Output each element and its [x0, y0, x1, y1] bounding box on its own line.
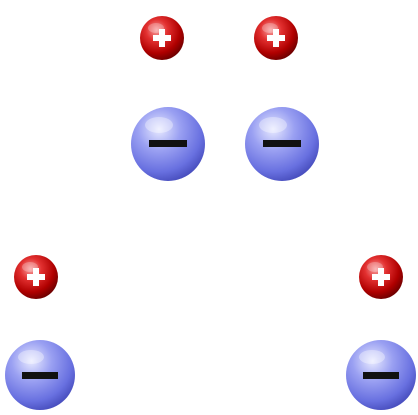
negative-charge-icon	[243, 105, 321, 183]
positive-charge-icon	[138, 14, 186, 62]
negative-charge-icon	[4, 339, 76, 411]
positive-charge-icon	[12, 253, 60, 301]
positive-charge-icon	[357, 253, 405, 301]
negative-charge-icon	[345, 339, 417, 411]
positive-charge-icon	[252, 14, 300, 62]
negative-charge-icon	[129, 105, 207, 183]
